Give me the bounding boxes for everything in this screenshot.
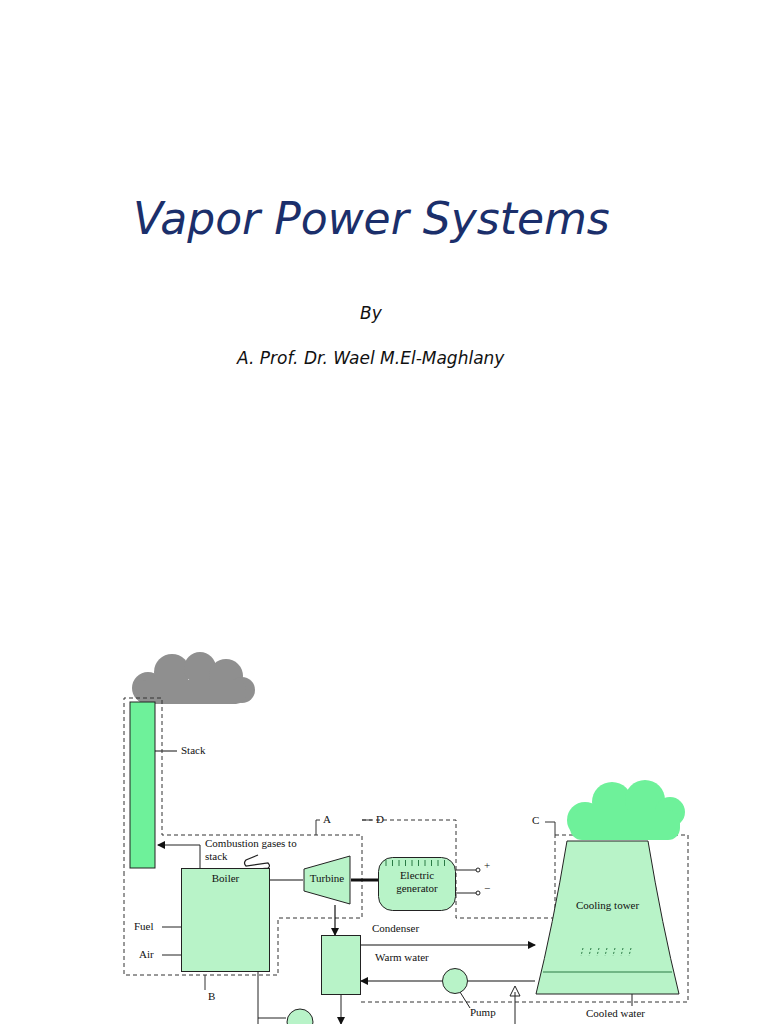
condenser-box: Condenser bbox=[321, 935, 361, 995]
electric-generator-label: Electric generator bbox=[378, 857, 456, 894]
flow-connector bbox=[361, 980, 442, 981]
flow-connector bbox=[351, 879, 378, 882]
turbine-label: Turbine bbox=[303, 855, 351, 885]
region-letter: D bbox=[376, 813, 384, 826]
flow-connector bbox=[270, 879, 303, 880]
flow-connector bbox=[361, 944, 535, 945]
cooling-tower: Cooling tower bbox=[535, 840, 680, 995]
region-letter: C bbox=[532, 814, 539, 827]
region-letter: B bbox=[208, 990, 215, 1003]
flow-label: Cooled water bbox=[586, 1007, 645, 1020]
title: Vapor Power Systems bbox=[133, 193, 610, 244]
flow-connector bbox=[334, 905, 335, 935]
flue-line bbox=[158, 845, 200, 868]
flow-label: Air bbox=[139, 948, 154, 961]
leader-line bbox=[155, 751, 177, 752]
turbine: Turbine bbox=[303, 855, 351, 905]
edge-label: Warm water bbox=[375, 951, 429, 964]
makeup-arrow bbox=[510, 986, 520, 1024]
smoke-cloud bbox=[132, 652, 255, 704]
region-letter: A bbox=[323, 813, 331, 826]
terminal-sign: − bbox=[484, 882, 490, 895]
boiler-box: Boiler bbox=[181, 868, 270, 972]
vapour-cloud bbox=[567, 780, 685, 840]
boiler-box-label: Boiler bbox=[181, 868, 270, 885]
feed-line bbox=[341, 995, 342, 1024]
terminal-sign: + bbox=[484, 859, 490, 872]
electric-generator: Electric generator bbox=[378, 857, 456, 911]
pump-circle-outline bbox=[442, 968, 468, 994]
flow-connector bbox=[468, 980, 535, 981]
author: A. Prof. Dr. Wael M.El-Maghlany bbox=[237, 349, 504, 369]
leader-line bbox=[460, 992, 470, 1008]
cooling-tower-label: Cooling tower bbox=[535, 840, 680, 912]
terminal-wire bbox=[456, 870, 478, 871]
terminal-wire bbox=[456, 893, 478, 894]
condenser-box-label: Condenser bbox=[372, 922, 419, 935]
terminal bbox=[476, 868, 480, 872]
cooling-tower-outline bbox=[535, 840, 680, 995]
stack bbox=[130, 702, 155, 868]
condenser-box-outline bbox=[321, 935, 361, 995]
feed-line bbox=[258, 1018, 286, 1019]
flow-label: Fuel bbox=[134, 920, 154, 933]
pump-circle: Pump bbox=[442, 968, 468, 994]
part-label: Stack bbox=[181, 744, 205, 757]
terminal bbox=[476, 891, 480, 895]
flow-label: Combustion gases to stack bbox=[205, 837, 297, 862]
control-volume bbox=[124, 698, 688, 1002]
pump-circle-label: Pump bbox=[470, 1006, 496, 1019]
feed-pump bbox=[287, 1009, 313, 1024]
byline: By bbox=[360, 304, 382, 324]
feed-line bbox=[258, 968, 259, 1024]
